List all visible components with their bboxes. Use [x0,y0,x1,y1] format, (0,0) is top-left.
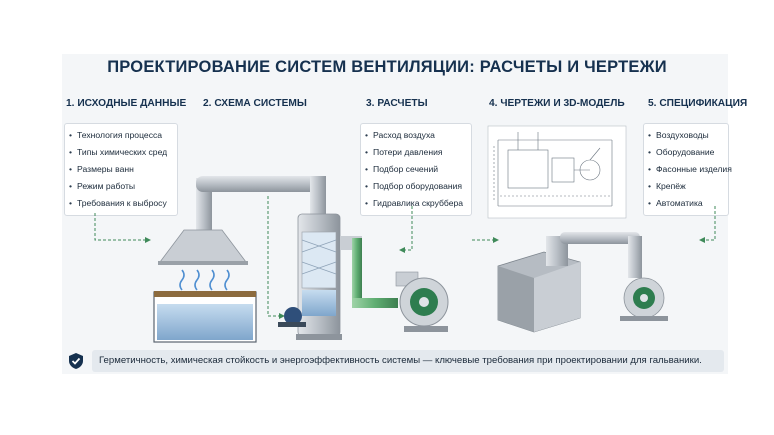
3d-model [497,232,668,333]
list-item: Оборудование [648,144,724,161]
vapor-icon [179,269,230,291]
technical-drawing [487,125,627,219]
list-item: Типы химических сред [69,144,173,161]
pump-icon [278,307,306,327]
list-item: Гидравлика скруббера [365,195,467,212]
section-heading-calculations: 3. РАСЧЕТЫ [366,98,428,109]
list-item: Крепёж [648,178,724,195]
list-item: Подбор сечений [365,161,467,178]
scrubber-tower [296,213,342,340]
fan-icon [395,271,449,332]
list-item: Потери давления [365,144,467,161]
scrubber-to-fan-duct [340,236,398,308]
section-heading-system-scheme: 2. СХЕМА СИСТЕМЫ [203,98,307,109]
list-item: Размеры ванн [69,161,173,178]
list-item: Расход воздуха [365,127,467,144]
shield-check-icon [69,353,83,369]
page-title: ПРОЕКТИРОВАНИЕ СИСТЕМ ВЕНТИЛЯЦИИ: РАСЧЕТ… [107,58,667,76]
footer-banner: Герметичность, химическая стойкость и эн… [92,350,724,372]
section-heading-input-data: 1. ИСХОДНЫЕ ДАННЫЕ [66,98,187,109]
calculations-list: Расход воздуха Потери давления Подбор се… [360,123,472,216]
list-item: Требования к выбросу [69,195,173,212]
list-item: Автоматика [648,195,724,212]
list-item: Технология процесса [69,127,173,144]
list-item: Фасонные изделия [648,161,732,178]
list-item: Подбор оборудования [365,178,467,195]
input-data-list: Технология процесса Типы химических сред… [64,123,178,216]
list-item: Режим работы [69,178,173,195]
section-heading-specification: 5. СПЕЦИФИКАЦИЯ [648,98,748,109]
specification-list: Воздуховоды Оборудование Фасонные издели… [643,123,732,216]
flow-arrows [94,196,716,319]
galvanic-bath [153,291,257,343]
section-heading-drawings: 4. ЧЕРТЕЖИ И 3D-МОДЕЛЬ [489,98,625,109]
exhaust-hood [158,176,326,265]
list-item: Воздуховоды [648,127,724,144]
